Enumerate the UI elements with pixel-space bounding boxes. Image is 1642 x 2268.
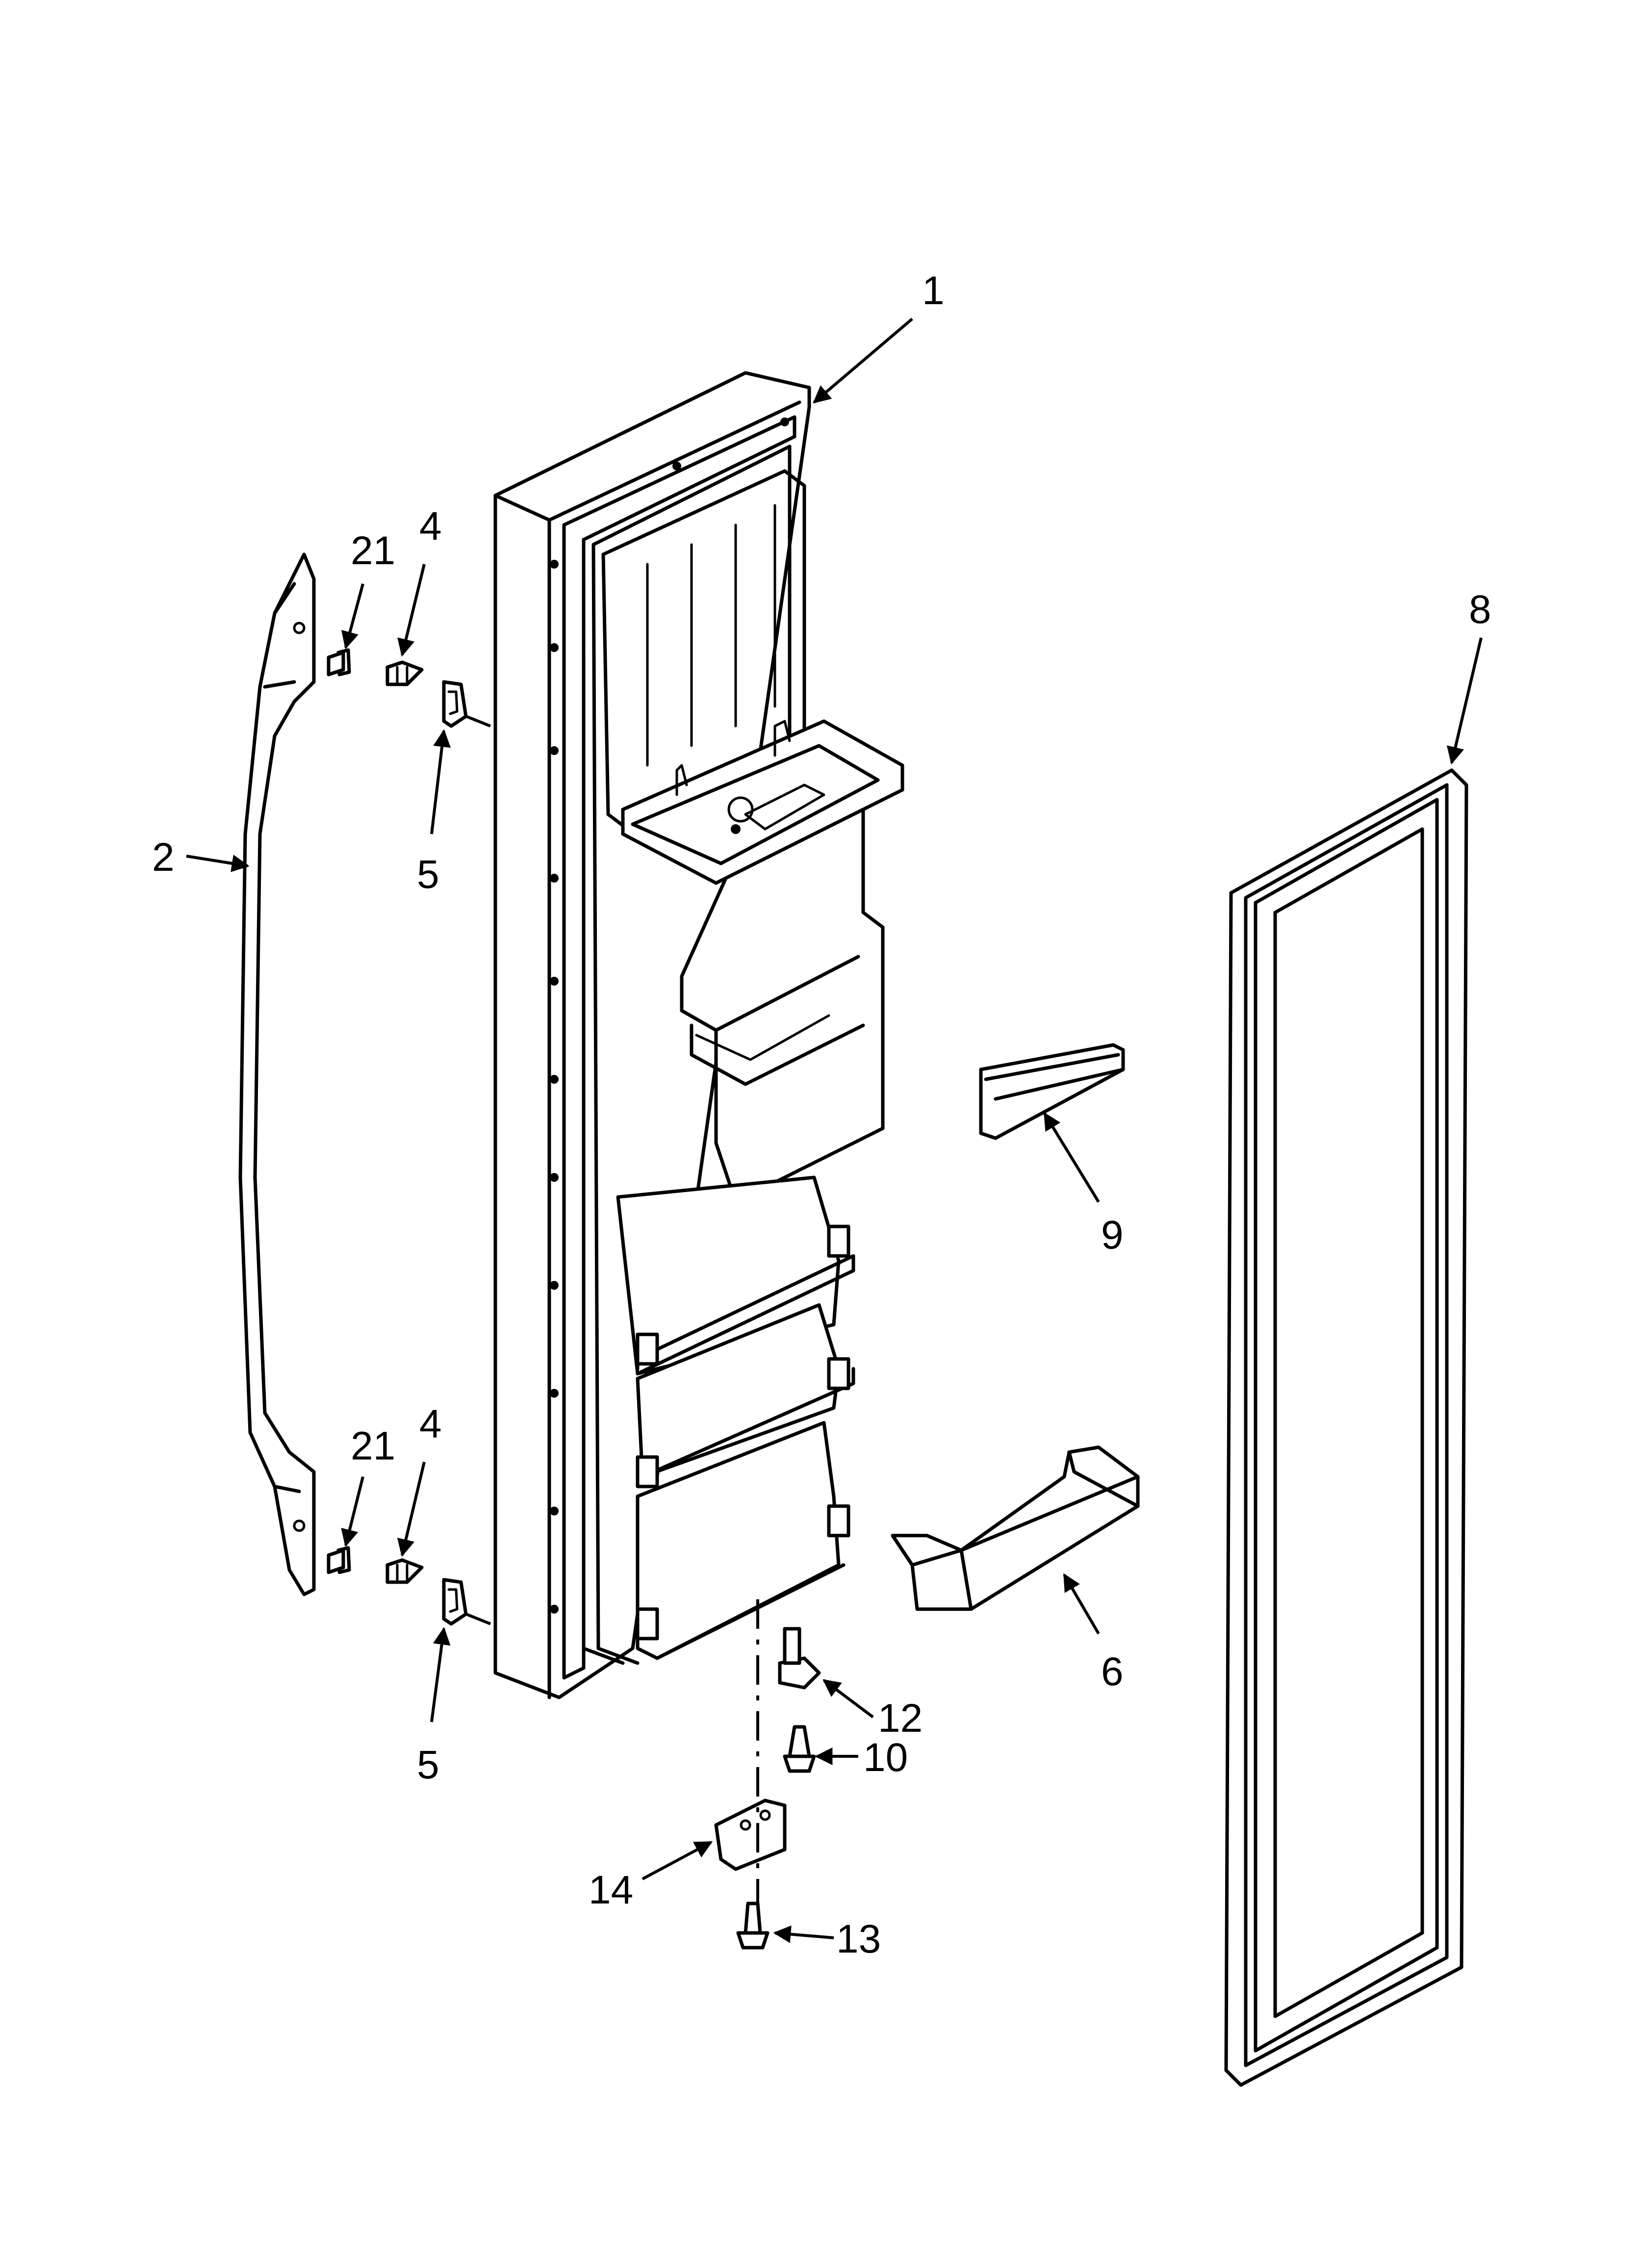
door-handle bbox=[238, 552, 316, 1596]
callout-21-top: 21 bbox=[351, 528, 395, 573]
screw-21-bottom bbox=[327, 1546, 351, 1574]
callout-8: 8 bbox=[1469, 587, 1491, 632]
callout-5-bottom: 5 bbox=[417, 1743, 439, 1787]
door-gasket bbox=[1224, 768, 1468, 2087]
callout-12: 12 bbox=[878, 1696, 923, 1741]
screw-4-bottom bbox=[385, 1558, 424, 1584]
callout-6: 6 bbox=[1101, 1649, 1124, 1694]
callout-4-top: 4 bbox=[419, 504, 442, 548]
callout-10: 10 bbox=[863, 1735, 908, 1780]
hinge-pin bbox=[778, 1627, 821, 1690]
door-bin bbox=[891, 1445, 1140, 1611]
callout-2: 2 bbox=[152, 835, 175, 880]
clip-5-bottom bbox=[442, 1578, 491, 1626]
callout-21-bottom: 21 bbox=[351, 1424, 395, 1468]
callout-9: 9 bbox=[1101, 1213, 1124, 1257]
door-assembly bbox=[493, 371, 904, 1699]
callout-1: 1 bbox=[922, 268, 945, 313]
screw-21-top bbox=[327, 648, 351, 677]
screw-10 bbox=[783, 1725, 816, 1773]
hinge-bracket bbox=[714, 1799, 787, 1871]
clip-5-top bbox=[442, 680, 491, 728]
screw-4-top bbox=[385, 660, 424, 686]
callout-14: 14 bbox=[589, 1868, 633, 1912]
trim-strip bbox=[979, 1043, 1125, 1140]
callout-13: 13 bbox=[836, 1917, 881, 1961]
flange-screw-holes bbox=[550, 417, 789, 1614]
screw-13 bbox=[736, 1902, 770, 1950]
callout-4-bottom: 4 bbox=[419, 1402, 442, 1446]
callout-5-top: 5 bbox=[417, 852, 439, 897]
leader-lines bbox=[186, 317, 1483, 1943]
